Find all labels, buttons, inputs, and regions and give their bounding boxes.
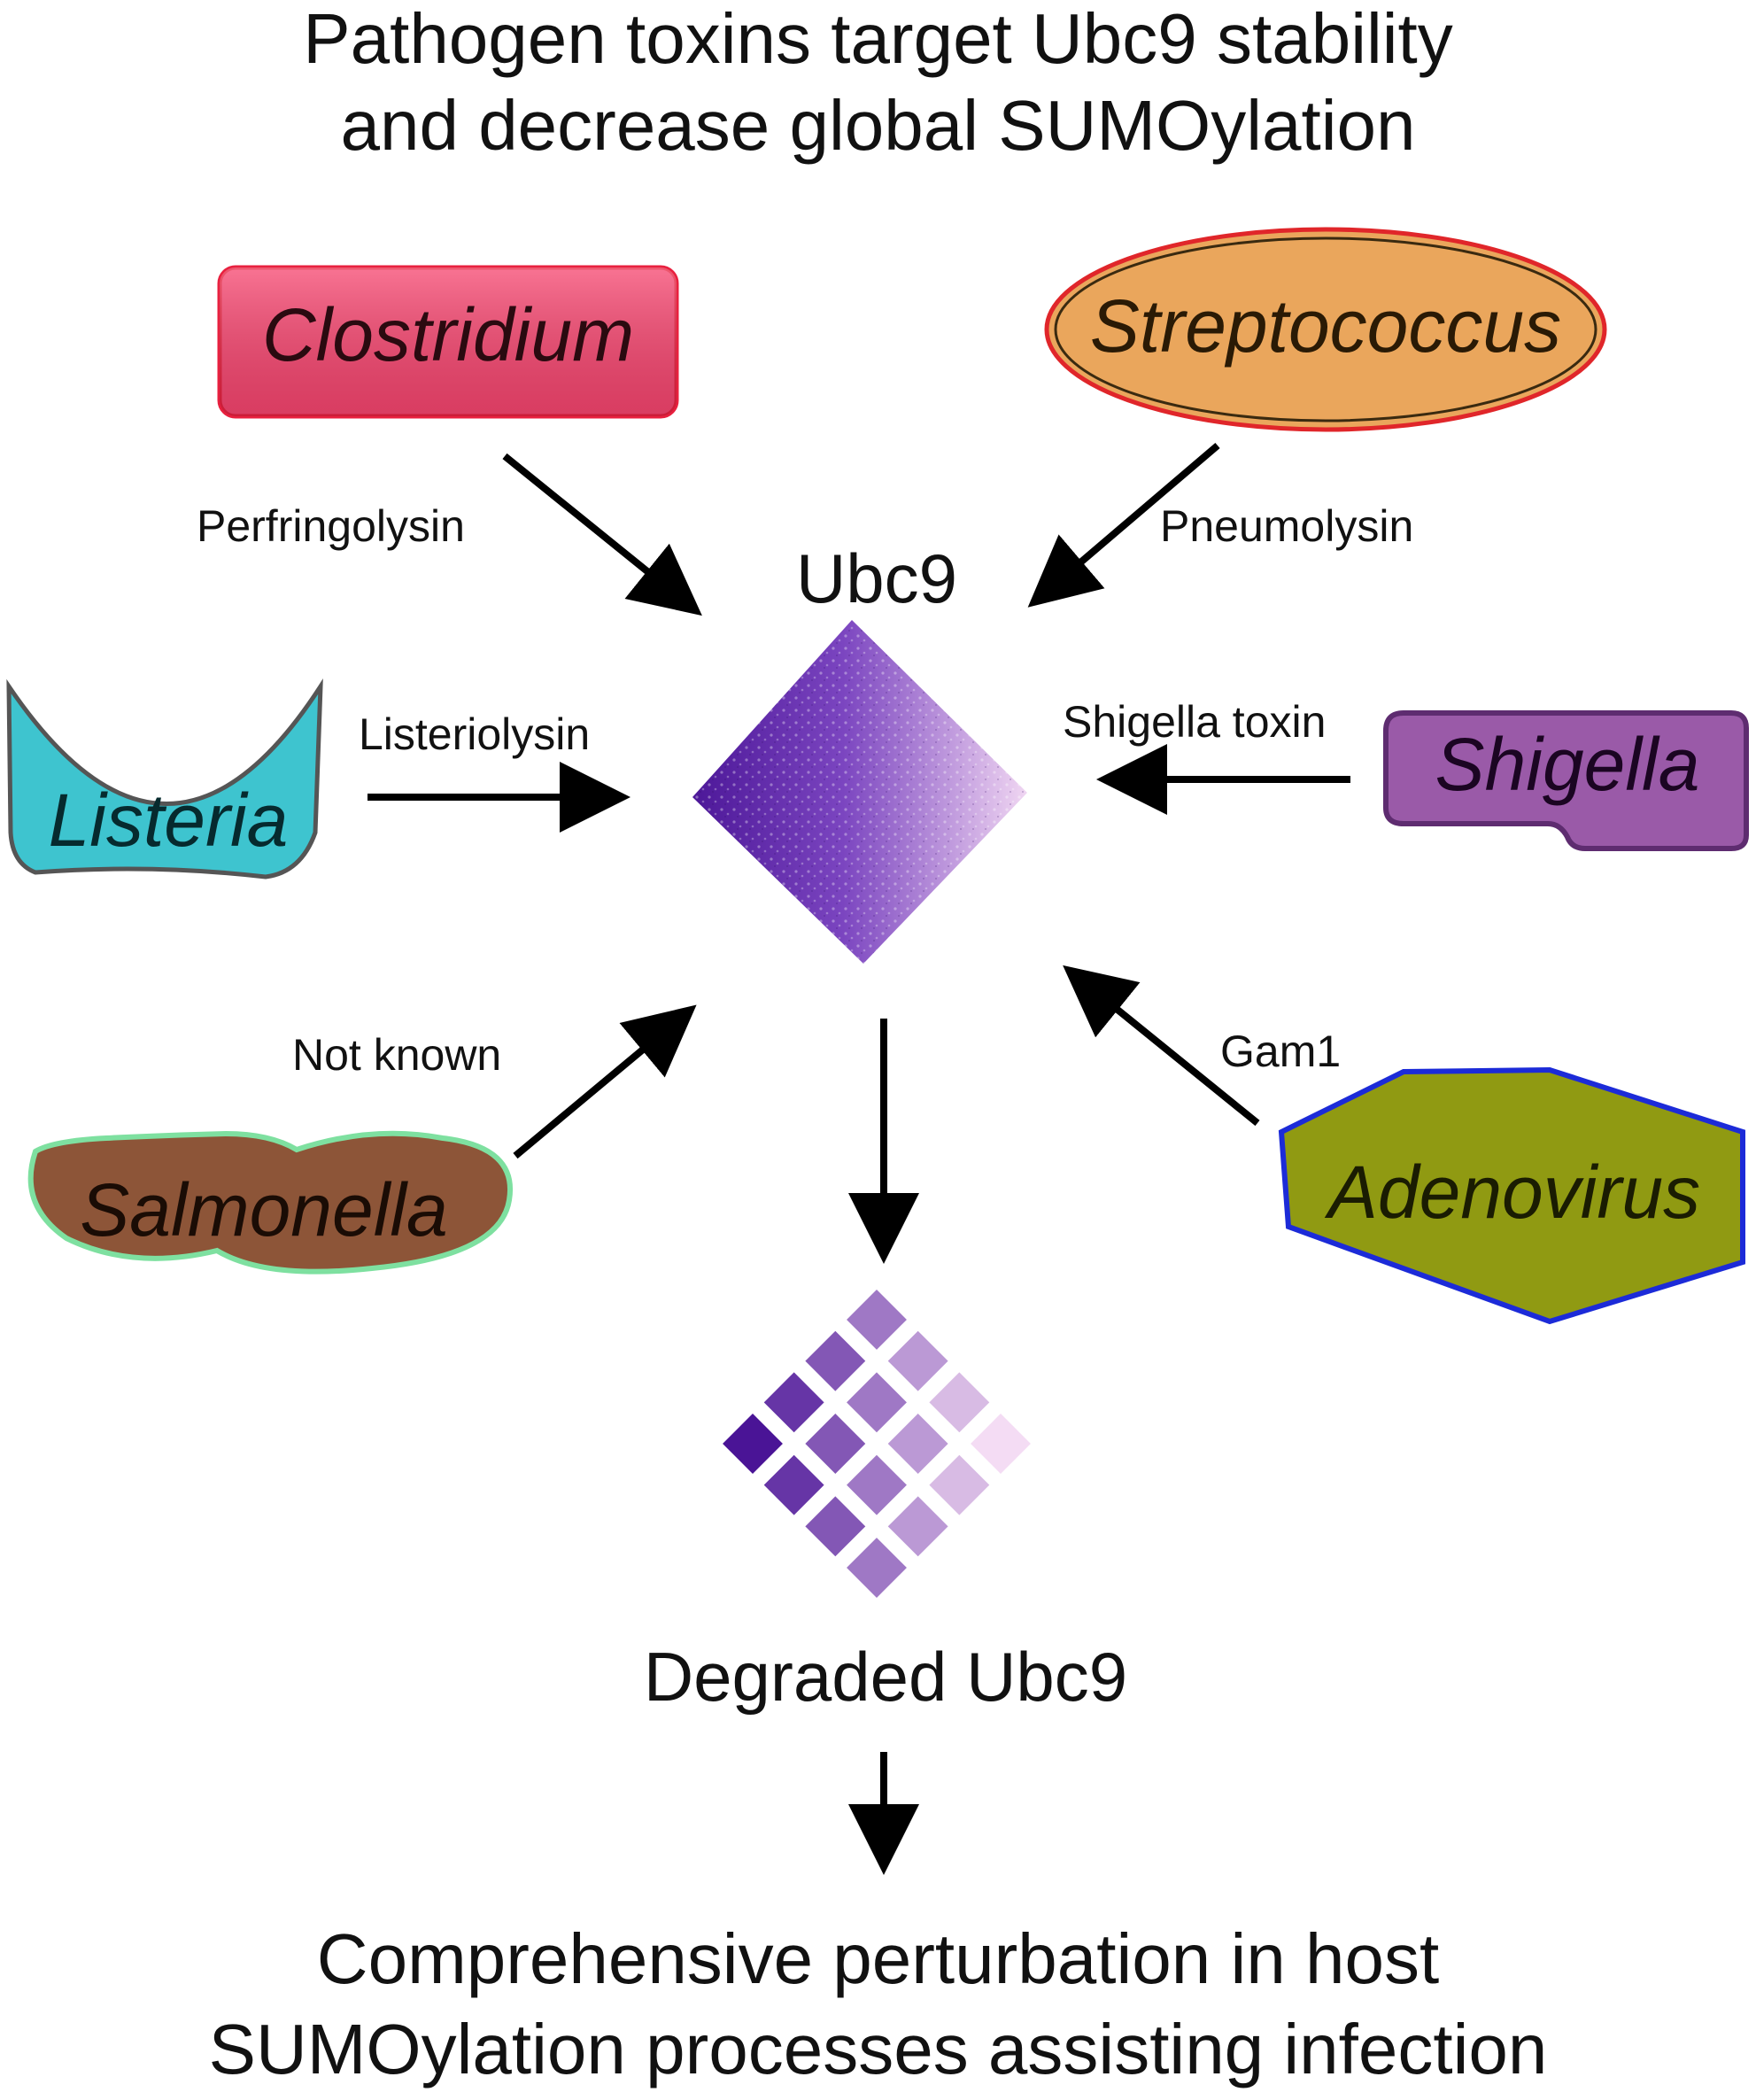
streptococcus-label: Streptococcus: [1089, 284, 1562, 368]
degraded-tile: [723, 1414, 783, 1474]
toxin-label-adenovirus: Gam1: [1220, 1027, 1342, 1076]
adenovirus-label: Adenovirus: [1327, 1151, 1701, 1234]
degraded-tile: [847, 1372, 907, 1433]
arrow-streptococcus: [1027, 442, 1220, 608]
clostridium-label: Clostridium: [261, 293, 635, 376]
title-line-2: and decrease global SUMOylation: [340, 86, 1416, 165]
shigella-label: Shigella: [1435, 723, 1700, 806]
arrow-adenovirus: [1063, 965, 1260, 1127]
salmonella-label: Salmonella: [80, 1168, 448, 1251]
salmonella-node: [27, 1130, 514, 1275]
toxin-label-listeria: Listeriolysin: [359, 709, 591, 759]
degraded-ubc9-label: Degraded Ubc9: [643, 1638, 1128, 1716]
degraded-tile: [847, 1538, 907, 1598]
adenovirus-node: [1278, 1066, 1745, 1325]
degraded-tile: [805, 1414, 866, 1474]
degraded-tile: [887, 1330, 948, 1391]
toxin-label-shigella: Shigella toxin: [1063, 697, 1327, 747]
degraded-tile: [847, 1290, 907, 1350]
toxin-label-streptococcus: Pneumolysin: [1160, 501, 1414, 551]
degraded-tile: [805, 1330, 866, 1391]
degraded-tile: [929, 1372, 990, 1433]
title-line-1: Pathogen toxins target Ubc9 stability: [303, 0, 1453, 78]
degraded-tile: [763, 1454, 824, 1515]
toxin-label-clostridium: Perfringolysin: [197, 501, 465, 551]
degraded-tile: [887, 1496, 948, 1557]
ubc9-label: Ubc9: [795, 539, 958, 617]
arrows: [367, 442, 1350, 1875]
degraded-tile: [847, 1454, 907, 1515]
degraded-tile: [929, 1454, 990, 1515]
toxin-label-salmonella: Not known: [292, 1030, 502, 1080]
degraded-tile: [805, 1496, 866, 1557]
arrow-clostridium: [502, 453, 702, 616]
streptococcus-node: [1044, 227, 1607, 432]
shigella-node: [1383, 710, 1749, 851]
degraded-tile: [763, 1372, 824, 1433]
outcome-line-2: SUMOylation processes assisting infectio…: [208, 2010, 1548, 2088]
degraded-tile: [971, 1414, 1031, 1474]
clostridium-node: [217, 265, 679, 419]
listeria-node: [6, 678, 323, 880]
arrow-salmonella: [513, 1004, 697, 1159]
outcome-line-1: Comprehensive perturbation in host: [316, 1919, 1440, 1998]
ubc9-diamond: [692, 620, 1027, 964]
degraded-tile: [887, 1414, 948, 1474]
listeria-label: Listeria: [48, 779, 289, 862]
degraded-ubc9-tiles: [723, 1290, 1031, 1598]
